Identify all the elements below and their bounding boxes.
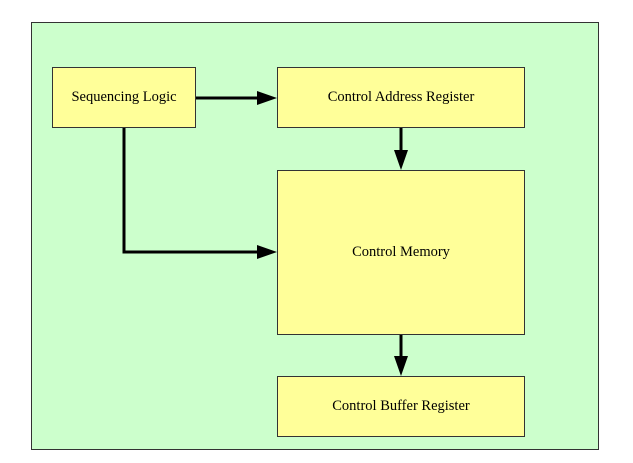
- sequencing-logic-box: Sequencing Logic: [52, 67, 196, 128]
- control-address-register-box: Control Address Register: [277, 67, 525, 128]
- control-memory-box: Control Memory: [277, 170, 525, 335]
- sequencing-logic-label: Sequencing Logic: [71, 89, 177, 105]
- control-buffer-register-label: Control Buffer Register: [332, 398, 470, 414]
- control-address-register-label: Control Address Register: [327, 89, 475, 105]
- control-buffer-register-box: Control Buffer Register: [277, 376, 525, 437]
- control-memory-label: Control Memory: [352, 244, 450, 260]
